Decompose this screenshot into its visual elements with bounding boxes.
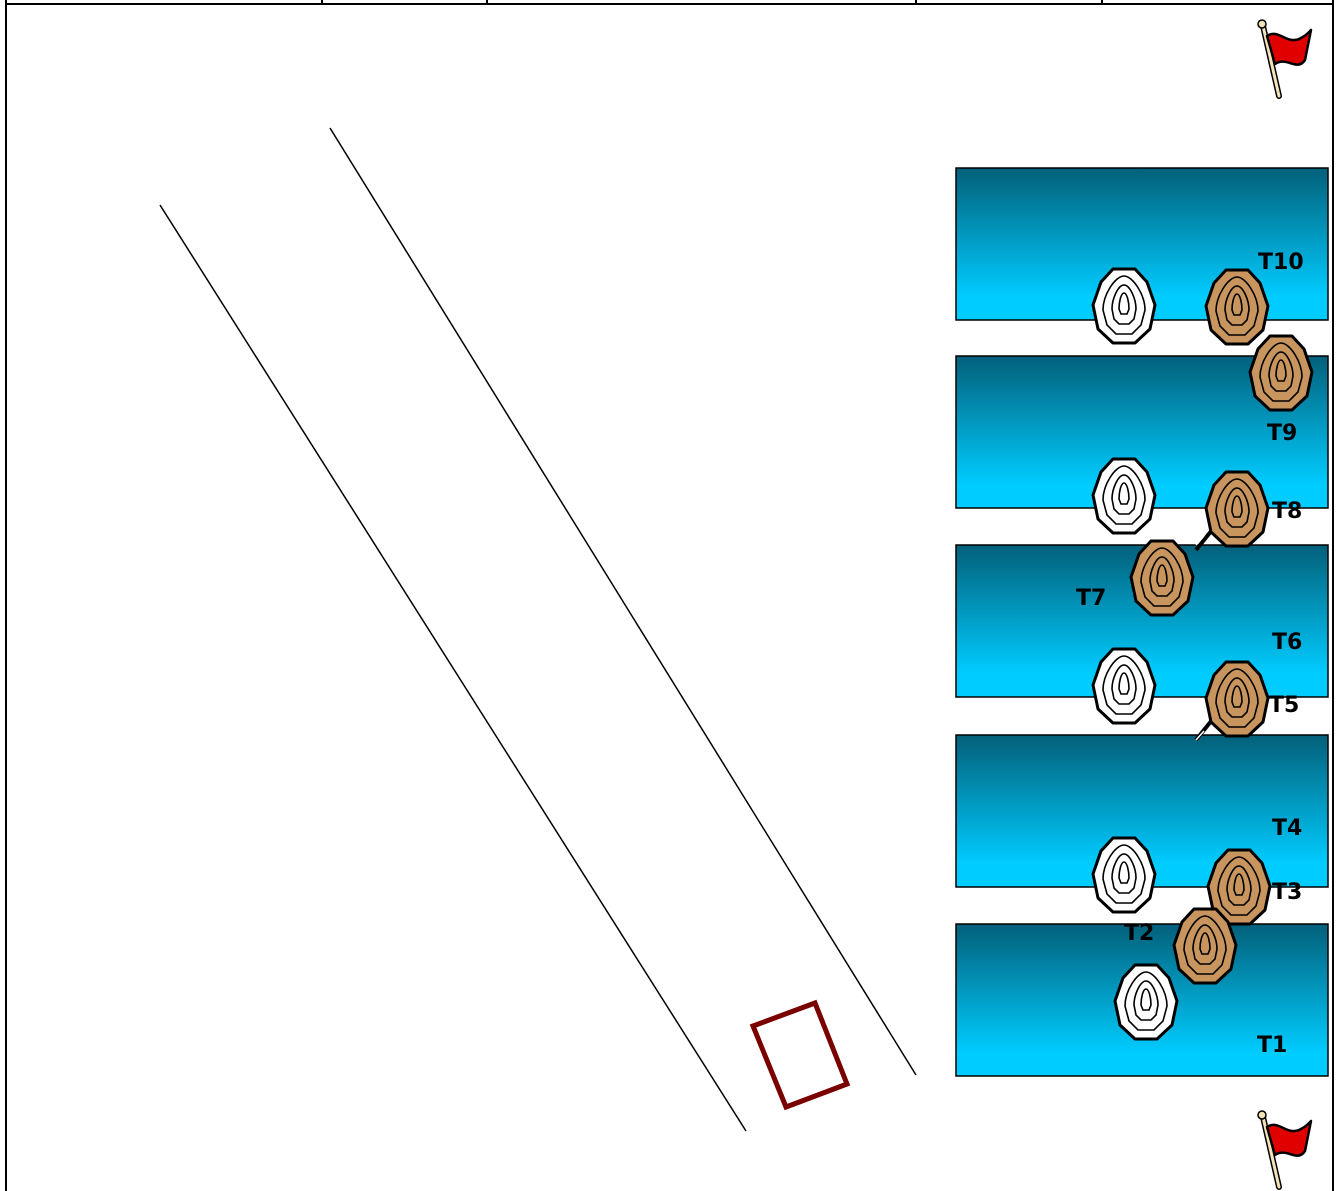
lane-left-line (160, 205, 746, 1131)
target-paper-t5 (1206, 662, 1268, 736)
target-no-shoot-1 (1093, 269, 1155, 343)
label-t8: T8 (1272, 499, 1302, 524)
label-t1: T1 (1257, 1033, 1287, 1058)
target-no-shoot-3 (1093, 649, 1155, 723)
shooting-lane (160, 128, 916, 1131)
label-t6: T6 (1272, 630, 1302, 655)
label-t3: T3 (1272, 880, 1302, 905)
target-no-shoot-4 (1093, 838, 1155, 912)
label-t10: T10 (1258, 250, 1304, 275)
target-no-shoot-2 (1093, 459, 1155, 533)
label-t7: T7 (1076, 586, 1106, 611)
lane-right-line (330, 128, 916, 1075)
red-flag-icon (1258, 20, 1311, 96)
target-no-shoot-5 (1115, 965, 1177, 1039)
target-paper-t10 (1206, 270, 1268, 344)
target-paper-t2 (1174, 909, 1236, 983)
target-paper-t10-behind (1250, 336, 1312, 410)
shooting-box (753, 1003, 847, 1107)
label-t2: T2 (1124, 921, 1154, 946)
target-paper-t8 (1206, 472, 1268, 546)
label-t4: T4 (1272, 816, 1302, 841)
red-flag-icon (1258, 1111, 1311, 1187)
label-t5: T5 (1269, 693, 1299, 718)
target-paper-t7 (1131, 541, 1193, 615)
label-t9: T9 (1267, 421, 1297, 446)
